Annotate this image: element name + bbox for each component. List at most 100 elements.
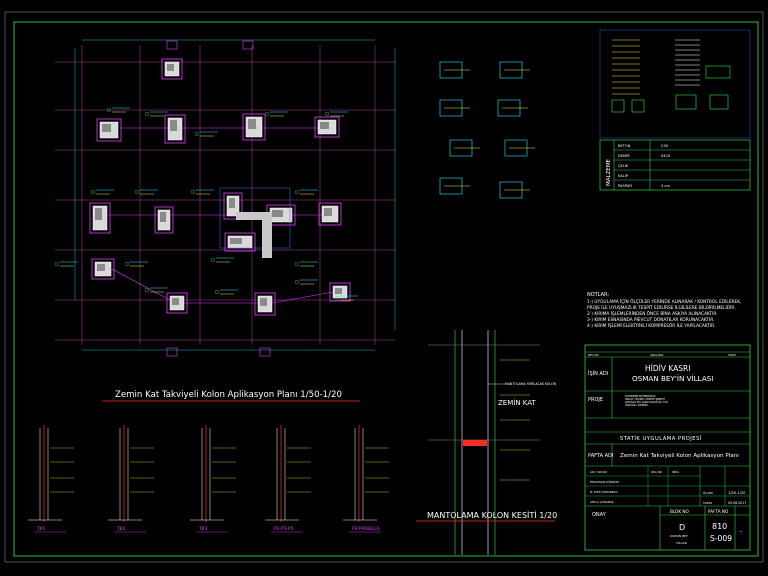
callout-circle <box>144 288 149 293</box>
callout-circle <box>295 189 300 194</box>
pafta-label: PAFTA ADI <box>588 453 613 459</box>
column-core <box>102 124 111 132</box>
legend-detail <box>705 65 731 79</box>
stage-label: STATİK UYGULAMA PROJESİ <box>620 435 702 442</box>
legend-detail <box>631 99 645 113</box>
svg-text:FORMSPEN MÜHENDİSLİK: FORMSPEN MÜHENDİSLİK <box>625 395 656 398</box>
callout-circle <box>90 189 95 194</box>
central-column <box>236 212 272 220</box>
scale-value: 1/50-1/20 <box>728 491 746 495</box>
material-label: ÇELİK <box>618 163 629 168</box>
detail-label: P3-P4(BELLİ) <box>352 525 380 532</box>
column-core <box>320 122 329 129</box>
svg-text:ODA NO: ODA NO <box>651 470 662 474</box>
section-drawing <box>428 61 540 555</box>
jacket-outline <box>96 118 122 142</box>
anchor-mark <box>463 440 487 446</box>
column-core <box>160 212 166 222</box>
note-line: 4-) KIRIM İŞLEMİ ELEKTRİKLİ KOMPRESÖR İL… <box>587 322 715 329</box>
jacket-outline <box>318 202 342 226</box>
callout-circle <box>210 258 215 263</box>
column-core <box>230 238 242 244</box>
material-label: PASPAYI <box>618 184 632 188</box>
material-label: DEMİR <box>618 153 630 158</box>
svg-text:VİLLASI: VİLLASI <box>676 540 687 545</box>
svg-text:TARİH: TARİH <box>728 352 736 357</box>
material-value: C30 <box>661 144 669 148</box>
plan-title: Zemin Kat Takviyeli Kolon Aplikasyon Pla… <box>115 390 342 400</box>
callout-circle <box>106 107 111 112</box>
callout-circle <box>55 262 60 267</box>
jacket-outline <box>161 58 183 80</box>
material-label: KALIP <box>618 174 629 178</box>
detail-label: P1-P3-P5 <box>274 526 294 532</box>
column-core <box>272 210 283 217</box>
callout-circle <box>335 296 340 301</box>
column-core <box>324 208 332 216</box>
svg-text:REV. NO: REV. NO <box>588 353 599 357</box>
central-frame <box>219 187 291 249</box>
note-line: 1-) UYGULAMA İÇİN ÖLÇÜLER YERİNDE ALINAR… <box>587 298 741 305</box>
column-core <box>260 298 267 306</box>
material-value: S420 <box>661 154 671 158</box>
legend-frame <box>599 29 751 139</box>
outer-frame <box>4 11 764 563</box>
column-core <box>248 119 256 129</box>
pafta-no-2: S-009 <box>710 534 732 543</box>
svg-text:BLOK NO: BLOK NO <box>670 509 690 514</box>
jacket-outline <box>91 258 115 280</box>
beam-line <box>109 267 171 301</box>
svg-text:PAFTA NO: PAFTA NO <box>708 509 729 514</box>
column-plan <box>55 39 396 357</box>
callout-circle <box>265 111 270 116</box>
jacket-outline <box>223 192 243 220</box>
material-value: 3 cm <box>661 184 670 188</box>
callout-circle <box>295 280 300 285</box>
material-heading: MALZEME <box>606 158 612 186</box>
svg-text:FERUZHAN GÜLTEKİN: FERUZHAN GÜLTEKİN <box>590 479 619 484</box>
callout-circle <box>124 262 129 267</box>
blok-value: D <box>679 523 685 532</box>
callout-circle <box>214 290 219 295</box>
section-note: MANTOLAMA YAPILACAK KOLON <box>505 382 557 386</box>
notes-heading: NOTLAR: <box>587 292 609 298</box>
section-tag <box>259 347 271 357</box>
jacket-outline <box>224 232 256 252</box>
material-label: BETON <box>618 144 631 148</box>
title-block: REV. NO AÇIKLAMA TARİH İŞİN ADI HİDİV KA… <box>584 344 751 551</box>
svg-text:ATİLLA ÇATALBAŞ: ATİLLA ÇATALBAŞ <box>590 499 614 504</box>
note-line: 3-) KIRIM ESNASINDA MEVCUT DONATILAR KOR… <box>587 317 714 323</box>
section-tag <box>166 347 178 357</box>
jacket-outline <box>164 114 186 144</box>
jacket-outline <box>242 113 266 141</box>
pafta-no-1: 810 <box>712 522 727 531</box>
inner-frame <box>13 21 759 557</box>
beam-line <box>271 291 334 304</box>
svg-text:ÜSKÜDAR / İSTANBUL: ÜSKÜDAR / İSTANBUL <box>625 404 649 407</box>
proje-label: PROJE <box>588 397 603 403</box>
detail-label: TK1 <box>36 526 46 532</box>
note-line: PROJE İLE UYUŞMAZLIK TESPİT EDİLİRSE İLG… <box>587 304 736 311</box>
column-core <box>172 298 179 305</box>
svg-text:ÖLÇEK: ÖLÇEK <box>703 490 714 495</box>
project-name-1: HİDİV KASRI <box>645 364 690 373</box>
callout-circle <box>134 189 139 194</box>
is-label: İŞİN ADI <box>588 370 608 377</box>
detail-label: TK3 <box>198 526 208 532</box>
legend-detail <box>675 94 697 110</box>
material-table: MALZEME BETON C30 DEMİR S420 ÇELİK KALIP… <box>599 139 751 191</box>
column-core <box>95 208 102 220</box>
svg-text:KOZAĞACI MH. ÇINAR SOKAĞI NO:: KOZAĞACI MH. ÇINAR SOKAĞI NO: 18/1 <box>625 401 669 404</box>
pafta-name: Zemin Kat Takviyeli Kolon Aplikasyon Pla… <box>620 453 739 459</box>
column-core <box>335 288 342 294</box>
onay-label: ONAY <box>592 512 607 518</box>
date-value: 09.08.2017 <box>728 501 746 505</box>
jacket-outline <box>314 116 340 138</box>
callout-circle <box>144 111 149 116</box>
column-core <box>97 264 105 271</box>
legend-detail <box>709 94 729 110</box>
central-column <box>262 212 272 258</box>
